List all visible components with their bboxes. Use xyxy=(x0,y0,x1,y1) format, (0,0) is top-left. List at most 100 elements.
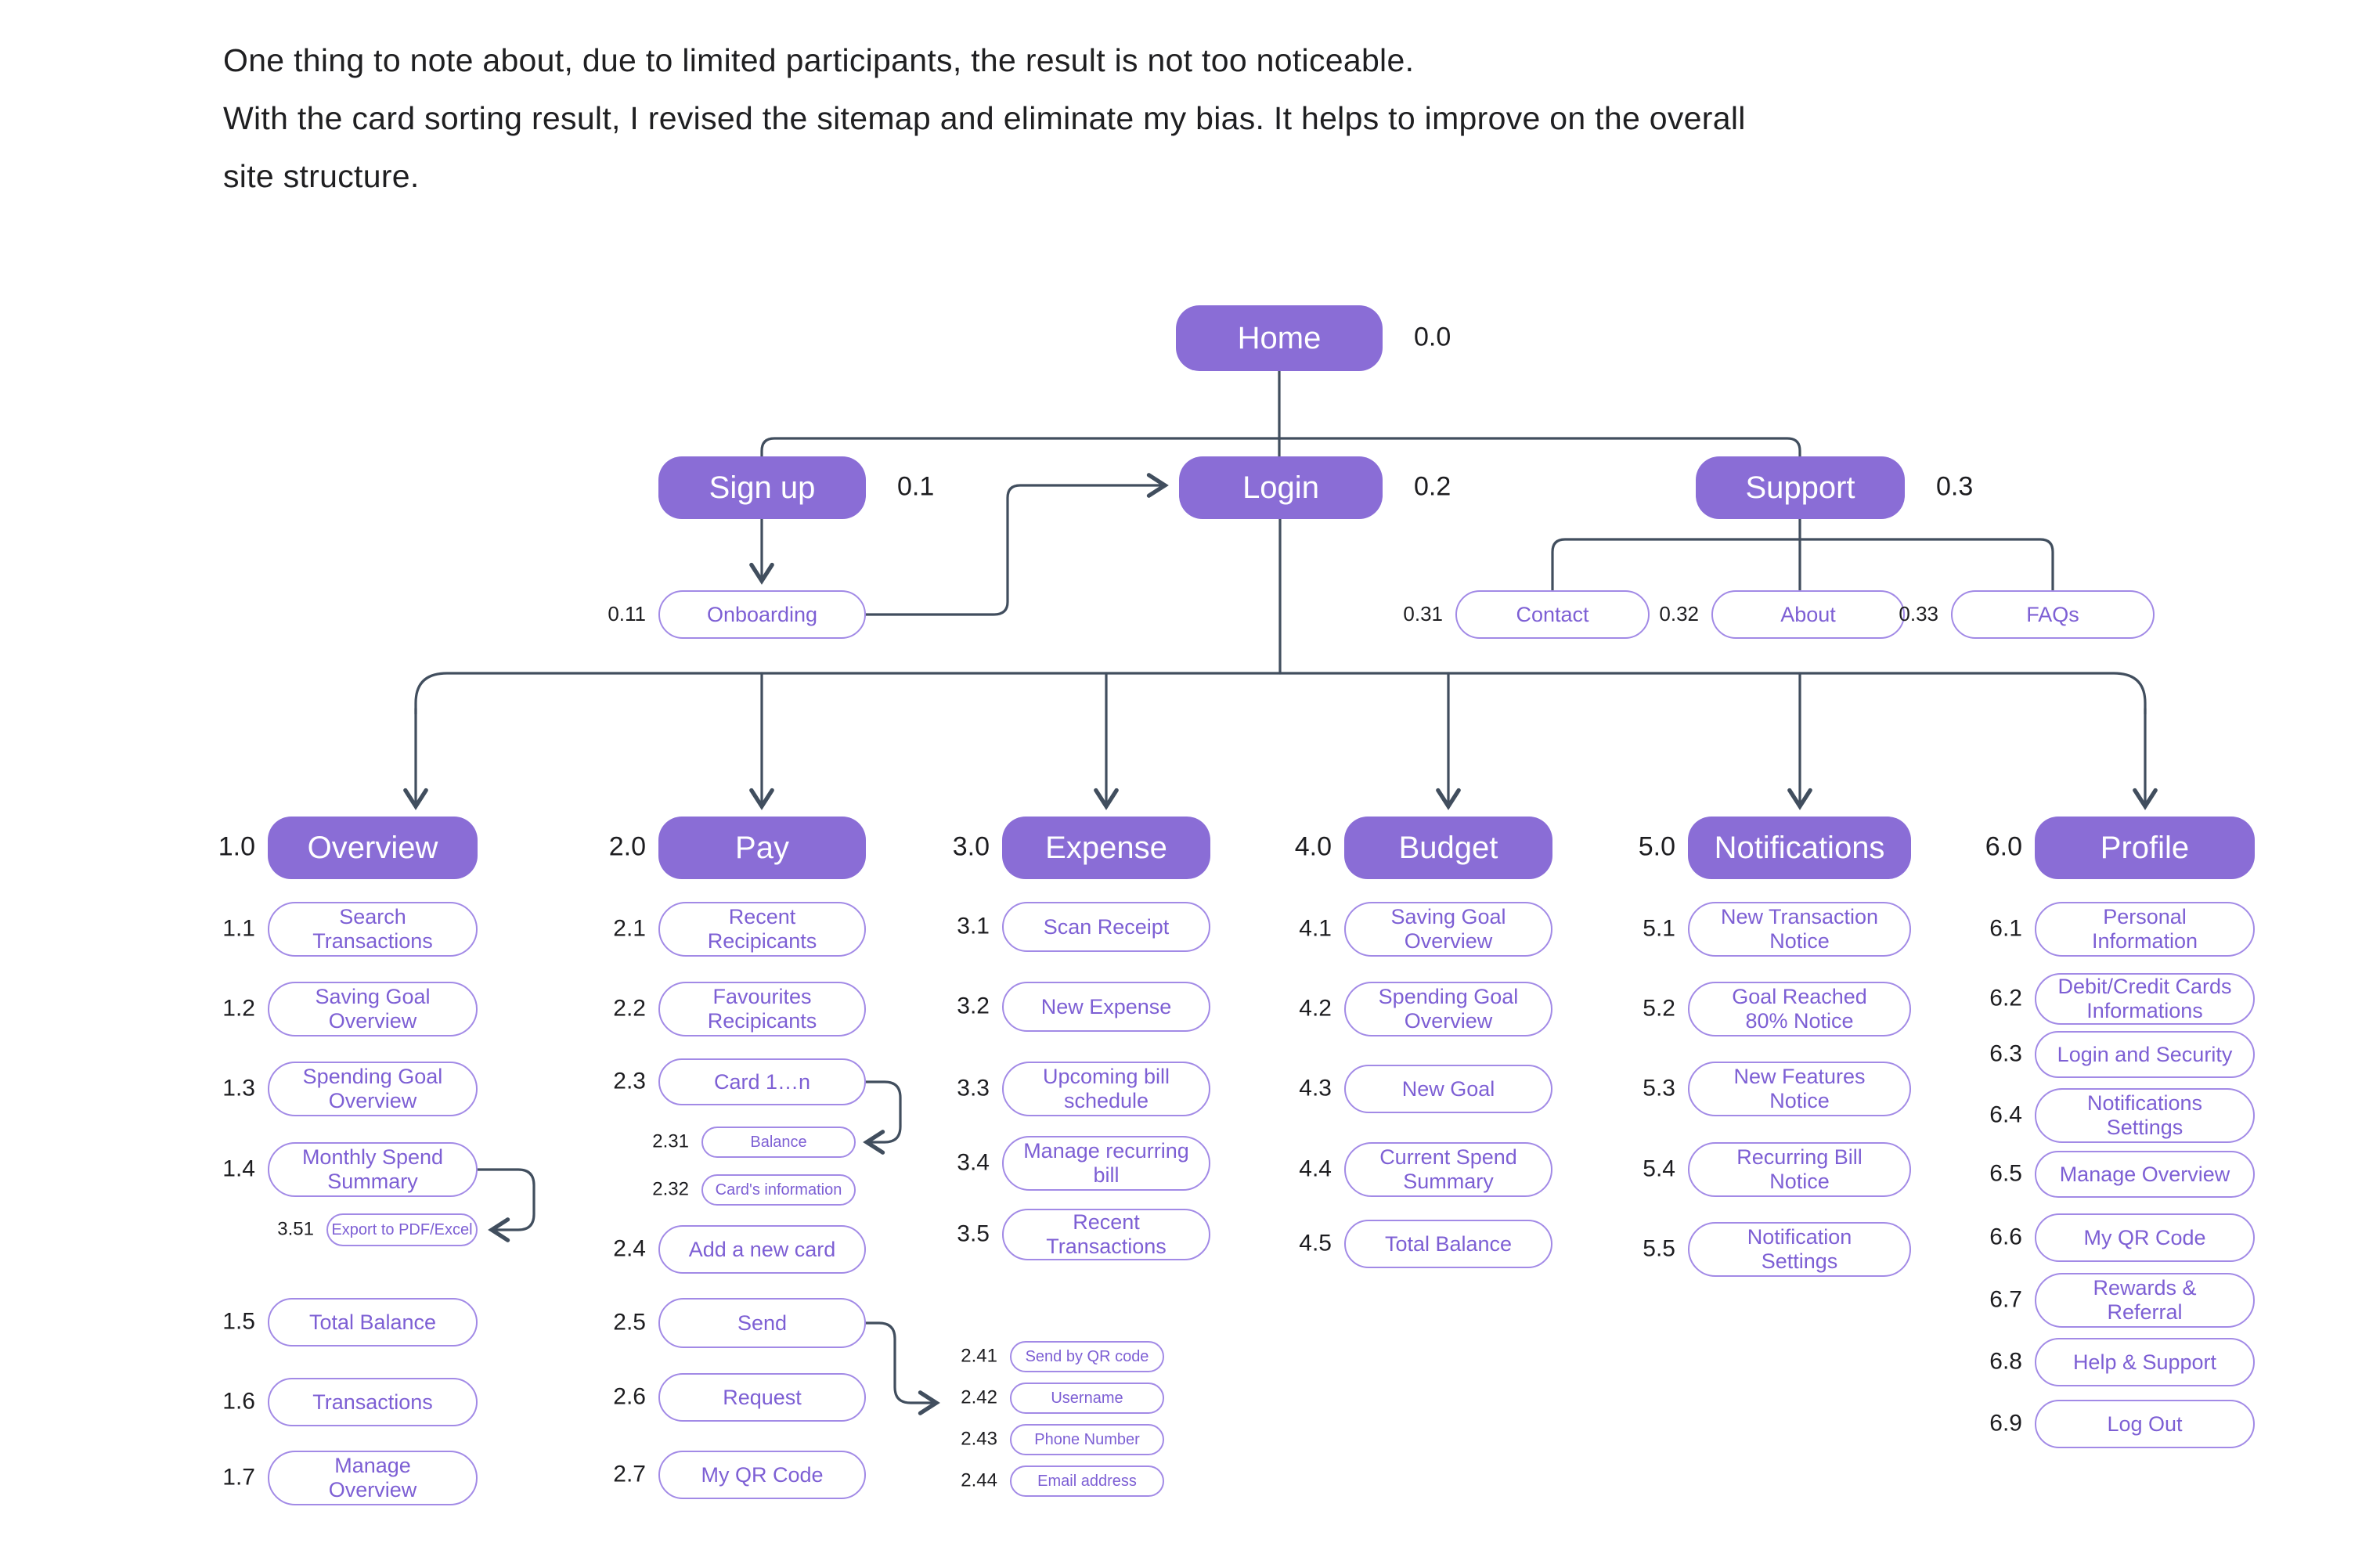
num-debit-credit-cards-informations: 6.2 xyxy=(1989,985,2022,1011)
num-recurring-bill-notice: 5.4 xyxy=(1643,1155,1675,1182)
num-current-spend-summary: 4.4 xyxy=(1299,1155,1332,1182)
node-support: Support xyxy=(1696,456,1905,519)
num-recent-recipicants: 2.1 xyxy=(613,915,646,942)
num-new-transaction-notice: 5.1 xyxy=(1643,915,1675,942)
num-notifications: 5.0 xyxy=(1638,831,1675,862)
node-faqs: FAQs xyxy=(1951,590,2155,639)
num-saving-goal-overview-2: 4.1 xyxy=(1299,915,1332,942)
node-profile: Profile xyxy=(2035,817,2255,879)
num-manage-recurring-bill: 3.4 xyxy=(957,1149,990,1176)
num-monthly-spend-summary: 1.4 xyxy=(222,1155,255,1182)
num-pay: 2.0 xyxy=(608,831,646,862)
node-total-balance-overview: Total Balance xyxy=(268,1298,478,1346)
wire-monthly-export xyxy=(476,1168,536,1242)
num-favourites-recipicants: 2.2 xyxy=(613,995,646,1022)
wire-card-balance xyxy=(863,1080,902,1155)
num-total-balance-budget: 4.5 xyxy=(1299,1230,1332,1256)
node-login: Login xyxy=(1179,456,1383,519)
wire-support-hub xyxy=(1551,538,2054,592)
num-budget: 4.0 xyxy=(1294,831,1332,862)
num-help-and-support: 6.8 xyxy=(1989,1348,2022,1375)
num-send: 2.5 xyxy=(613,1309,646,1336)
wire-trunk xyxy=(414,672,2147,716)
num-export-to-pdf-excel: 3.51 xyxy=(277,1218,314,1240)
node-budget: Budget xyxy=(1344,817,1552,879)
num-about: 0.32 xyxy=(1659,601,1699,625)
num-total-balance-overview: 1.5 xyxy=(222,1308,255,1335)
num-spending-goal-overview-2: 4.2 xyxy=(1299,995,1332,1022)
num-expense: 3.0 xyxy=(952,831,990,862)
num-add-a-new-card: 2.4 xyxy=(613,1235,646,1262)
node-expense: Expense xyxy=(1002,817,1210,879)
node-onboarding: Onboarding xyxy=(658,590,866,639)
wire-send-methods xyxy=(864,1321,940,1415)
wire-home-hub xyxy=(760,437,1801,458)
node-manage-overview-2: Manage Overview xyxy=(2035,1151,2255,1198)
node-scan-receipt: Scan Receipt xyxy=(1002,902,1210,952)
num-rewards-referral: 6.7 xyxy=(1989,1286,2022,1313)
num-phone-number: 2.43 xyxy=(961,1428,997,1450)
node-personal-information: Personal Information xyxy=(2035,902,2255,957)
num-recent-transactions: 3.5 xyxy=(957,1220,990,1247)
node-send-by-qr-code: Send by QR code xyxy=(1010,1341,1164,1372)
node-log-out: Log Out xyxy=(2035,1400,2255,1448)
num-request: 2.6 xyxy=(613,1383,646,1410)
node-new-goal: New Goal xyxy=(1344,1065,1552,1113)
node-saving-goal-overview-2: Saving Goal Overview xyxy=(1344,902,1552,957)
num-new-features-notice: 5.3 xyxy=(1643,1075,1675,1101)
num-username: 2.42 xyxy=(961,1386,997,1408)
node-new-expense: New Expense xyxy=(1002,982,1210,1032)
num-email-address: 2.44 xyxy=(961,1469,997,1491)
num-support: 0.3 xyxy=(1936,471,1974,502)
node-send: Send xyxy=(658,1298,866,1348)
node-manage-overview-1: Manage Overview xyxy=(268,1451,478,1505)
node-login-and-security: Login and Security xyxy=(2035,1031,2255,1078)
node-add-a-new-card: Add a new card xyxy=(658,1225,866,1274)
num-login-and-security: 6.3 xyxy=(1989,1040,2022,1067)
node-help-and-support: Help & Support xyxy=(2035,1338,2255,1386)
num-home: 0.0 xyxy=(1414,322,1451,352)
node-contact: Contact xyxy=(1455,590,1650,639)
node-about: About xyxy=(1711,590,1905,639)
node-saving-goal-overview-1: Saving Goal Overview xyxy=(268,982,478,1036)
node-home: Home xyxy=(1176,305,1383,371)
num-upcoming-bill-schedule: 3.3 xyxy=(957,1075,990,1101)
node-upcoming-bill-schedule: Upcoming bill schedule xyxy=(1002,1062,1210,1116)
node-request: Request xyxy=(658,1373,866,1422)
intro-line-1: One thing to note about, due to limited … xyxy=(223,42,1415,78)
num-faqs: 0.33 xyxy=(1899,601,1938,625)
node-new-transaction-notice: New Transaction Notice xyxy=(1688,902,1911,957)
node-balance: Balance xyxy=(701,1127,856,1158)
num-goal-reached-80-notice: 5.2 xyxy=(1643,995,1675,1022)
num-my-qr-code-profile: 6.6 xyxy=(1989,1224,2022,1250)
node-new-features-notice: New Features Notice xyxy=(1688,1062,1911,1116)
node-total-balance-budget: Total Balance xyxy=(1344,1220,1552,1268)
num-notifications-settings: 6.4 xyxy=(1989,1101,2022,1128)
num-cards-information: 2.32 xyxy=(652,1178,689,1200)
node-export-to-pdf-excel: Export to PDF/Excel xyxy=(326,1213,478,1246)
num-balance: 2.31 xyxy=(652,1130,689,1152)
node-notifications: Notifications xyxy=(1688,817,1911,879)
intro-line-2: With the card sorting result, I revised … xyxy=(223,100,1746,136)
num-card-1-n: 2.3 xyxy=(613,1068,646,1094)
num-notification-settings: 5.5 xyxy=(1643,1235,1675,1262)
num-my-qr-code-pay: 2.7 xyxy=(613,1461,646,1487)
node-pay: Pay xyxy=(658,817,866,879)
node-notifications-settings: Notifications Settings xyxy=(2035,1088,2255,1143)
node-goal-reached-80-notice: Goal Reached 80% Notice xyxy=(1688,982,1911,1036)
node-search-transactions: Search Transactions xyxy=(268,902,478,957)
node-phone-number: Phone Number xyxy=(1010,1424,1164,1455)
wire-onboarding-login xyxy=(864,473,1169,616)
node-transactions: Transactions xyxy=(268,1378,478,1426)
node-my-qr-code-profile: My QR Code xyxy=(2035,1213,2255,1262)
node-signup: Sign up xyxy=(658,456,866,519)
node-my-qr-code-pay: My QR Code xyxy=(658,1451,866,1499)
num-spending-goal-overview-1: 1.3 xyxy=(222,1075,255,1101)
num-profile: 6.0 xyxy=(1985,831,2022,862)
num-search-transactions: 1.1 xyxy=(222,915,255,942)
node-rewards-referral: Rewards & Referral xyxy=(2035,1273,2255,1328)
num-new-expense: 3.2 xyxy=(957,993,990,1019)
